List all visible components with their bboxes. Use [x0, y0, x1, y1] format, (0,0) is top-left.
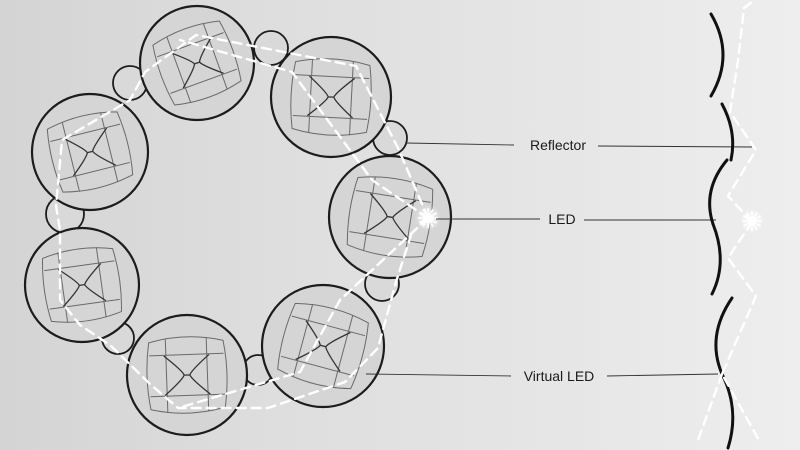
reflector-label: Reflector — [530, 137, 586, 153]
reflector-sphere — [23, 226, 141, 344]
connector-bubble — [253, 30, 289, 66]
schematic-reflector — [708, 12, 735, 450]
led-source-icon — [415, 205, 441, 231]
reflector-callout-left — [405, 142, 515, 146]
reflector-callout-right — [597, 145, 753, 148]
virtual-led-icon — [740, 209, 764, 233]
mirror-segment — [714, 296, 734, 376]
reflector-sphere — [260, 283, 386, 409]
sphere-ring — [23, 4, 453, 437]
reflector-sphere — [30, 92, 150, 212]
schematic-ray — [726, 6, 758, 224]
schematic-rays — [696, 0, 762, 444]
callouts — [365, 142, 753, 377]
reflector-sphere — [327, 154, 453, 280]
diagram-labels: Reflector LED Virtual LED — [524, 137, 595, 384]
mirror-segment — [708, 158, 729, 226]
schematic-ray — [720, 220, 762, 444]
light-paths — [54, 33, 430, 410]
mirror-segment — [720, 102, 735, 162]
light-ray-path — [178, 38, 430, 220]
reflector-sphere — [138, 4, 256, 122]
virtual-led-callout-right — [606, 373, 719, 377]
led-label: LED — [548, 211, 575, 227]
schematic-ray — [696, 372, 724, 442]
virtual-led-label: Virtual LED — [524, 368, 595, 384]
light-ray-path — [176, 216, 430, 410]
mirror-segment — [710, 222, 722, 296]
virtual-led-callout-left — [365, 373, 512, 377]
schematic-ray — [742, 0, 754, 10]
mirror-segment — [709, 12, 725, 98]
reflector-sphere — [269, 35, 393, 159]
light-ray-path — [54, 33, 430, 410]
reflector-sphere — [125, 313, 249, 437]
